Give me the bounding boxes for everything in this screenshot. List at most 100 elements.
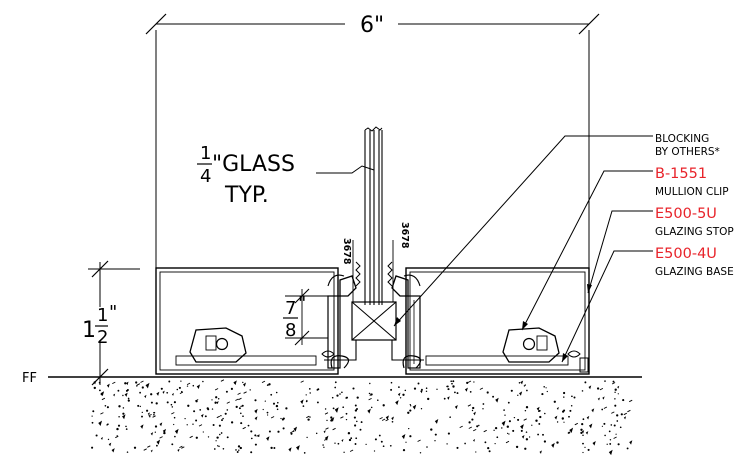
stipple-dot xyxy=(492,395,495,398)
stipple-dot xyxy=(354,424,357,427)
stipple-dot xyxy=(446,385,449,388)
stipple-dash xyxy=(369,393,373,396)
stipple-dot xyxy=(377,399,379,401)
stipple-dot xyxy=(374,438,377,441)
stipple-dot xyxy=(171,406,174,408)
stipple-dot xyxy=(315,432,318,435)
stipple-dash xyxy=(323,438,328,441)
stipple-dot xyxy=(254,434,257,437)
stipple-aggregate xyxy=(608,449,613,456)
stipple-dot xyxy=(581,423,584,426)
stipple-dash xyxy=(112,381,116,385)
stipple-dot xyxy=(303,452,306,454)
stipple-aggregate xyxy=(108,442,112,447)
stipple-aggregate xyxy=(581,430,585,434)
stipple-dot xyxy=(409,435,412,438)
stipple-dash xyxy=(140,380,144,383)
stipple-dot xyxy=(410,405,412,407)
stipple-dot xyxy=(150,393,153,396)
stipple-dash xyxy=(256,434,260,437)
stipple-dash xyxy=(349,449,354,452)
stipple-aggregate xyxy=(588,423,593,429)
stipple-dash xyxy=(152,415,156,418)
stipple-aggregate xyxy=(519,391,523,396)
stipple-dot xyxy=(290,432,293,435)
stipple-dot xyxy=(556,421,559,423)
callout-b1551-part: B-1551 xyxy=(655,166,707,182)
stipple-dot xyxy=(174,435,176,438)
stipple-dot xyxy=(539,415,542,419)
stipple-aggregate xyxy=(585,431,589,435)
stipple-dot xyxy=(275,391,278,394)
stipple-dot xyxy=(626,447,629,450)
stipple-dot xyxy=(601,425,604,427)
stipple-dash xyxy=(628,399,633,403)
stipple-dot xyxy=(556,441,559,444)
stipple-dot xyxy=(339,393,341,395)
stipple-aggregate xyxy=(397,392,401,397)
stipple-dot xyxy=(92,410,95,413)
stipple-dash xyxy=(159,436,163,439)
stipple-aggregate xyxy=(521,435,525,439)
floor-label: FF xyxy=(22,371,37,386)
callout-blocking-line2: BY OTHERS* xyxy=(655,146,720,158)
stipple-dash xyxy=(306,415,310,419)
stipple-dash xyxy=(417,439,421,442)
stipple-dot xyxy=(236,451,239,453)
height-dimension: 1 1 2 " xyxy=(82,260,140,386)
stipple-dash xyxy=(171,412,175,415)
stipple-aggregate xyxy=(156,391,160,396)
stipple-dash xyxy=(467,404,472,407)
stipple-dot xyxy=(616,420,619,422)
stipple-aggregate xyxy=(401,434,406,440)
stipple-dot xyxy=(466,381,469,384)
stipple-aggregate xyxy=(126,381,129,386)
stipple-dot xyxy=(507,432,509,434)
stipple-aggregate xyxy=(150,449,153,453)
stipple-dot xyxy=(484,441,487,444)
stipple-dash xyxy=(300,380,304,383)
stipple-dot xyxy=(622,399,625,402)
stipple-dot xyxy=(240,405,242,408)
stipple-dot xyxy=(614,388,617,391)
stipple-aggregate xyxy=(233,380,237,386)
stipple-dash xyxy=(216,415,221,419)
stipple-dot xyxy=(510,389,513,392)
stipple-dot xyxy=(268,430,271,433)
stipple-dot xyxy=(230,421,234,424)
stipple-dot xyxy=(308,388,311,390)
stipple-dot xyxy=(524,447,527,450)
stipple-dot xyxy=(615,433,617,435)
stipple-aggregate xyxy=(586,415,590,420)
height-tick-bottom xyxy=(91,368,109,386)
glass-panels xyxy=(352,126,394,305)
glass-leader xyxy=(316,165,375,174)
stipple-dot xyxy=(528,436,531,438)
stipple-aggregate xyxy=(174,428,179,435)
stipple-aggregate xyxy=(324,435,329,441)
glass-typ: TYP. xyxy=(224,183,269,208)
stipple-aggregate xyxy=(177,448,180,452)
stipple-aggregate xyxy=(554,415,558,420)
stipple-aggregate xyxy=(122,414,126,420)
stipple-dot xyxy=(91,421,94,424)
stipple-dot xyxy=(316,388,319,391)
stipple-dot xyxy=(193,410,196,413)
stipple-dash xyxy=(613,436,617,439)
stipple-dot xyxy=(106,406,109,409)
stipple-aggregate xyxy=(162,428,166,434)
stipple-dot xyxy=(238,407,241,410)
stipple-dot xyxy=(402,393,405,396)
stipple-dot xyxy=(610,424,613,426)
stipple-dot xyxy=(237,445,241,448)
stipple-dot xyxy=(135,381,138,384)
stipple-aggregate xyxy=(300,399,304,405)
sill-right-extrusion xyxy=(405,267,590,375)
stipple-aggregate xyxy=(196,384,201,390)
callout-e5004u-desc: GLAZING BASE xyxy=(655,266,734,278)
stipple-dot xyxy=(324,408,327,410)
stipple-dot xyxy=(609,442,612,445)
stipple-dot xyxy=(180,380,182,382)
stipple-aggregate xyxy=(100,391,105,397)
height-frac-num: 1 xyxy=(97,305,108,326)
